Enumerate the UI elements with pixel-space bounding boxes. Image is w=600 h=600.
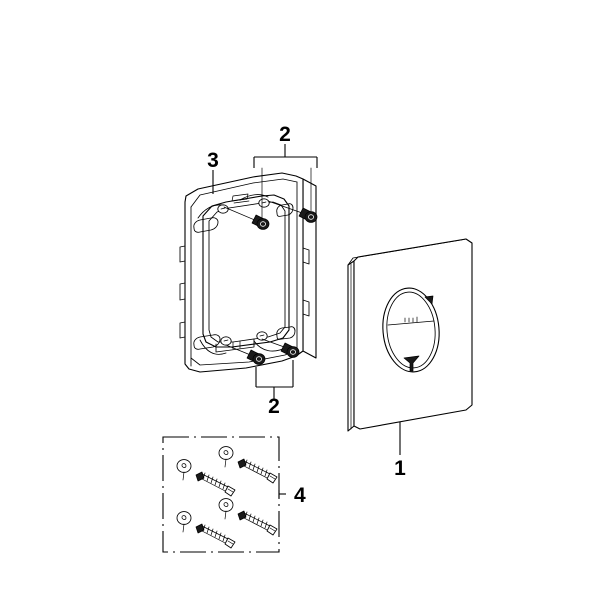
frame-left-notch-lower (179, 321, 186, 339)
callout-number-2-bottom: 2 (268, 395, 280, 418)
flush-plate-top-back-edge (347, 239, 462, 266)
frame-left-notch-upper (179, 245, 186, 263)
flush-button-divider (387, 320, 435, 326)
fixing-kit-screw-4-threads (202, 524, 226, 542)
frame-top-inner-edge (190, 178, 298, 208)
fixing-kit-screw-4 (176, 511, 236, 549)
frame-boss-lower-left (220, 336, 232, 346)
frame-boss-upper-right (258, 198, 270, 208)
frame-right-notch-lower (302, 299, 310, 317)
frame-top-center-tab (231, 193, 249, 202)
frame-slot-upper-right (276, 203, 294, 217)
fixing-kit-screw-1 (218, 446, 278, 484)
frame-boss-lower-right (256, 331, 268, 341)
fixing-kit-screw-3 (218, 498, 278, 536)
mounting-screws-group (223, 200, 318, 365)
frame-right-notch-upper (302, 247, 310, 265)
mounting-screw-lower-left (225, 344, 266, 365)
flush-button-tick-marks (404, 316, 418, 323)
callout-numbers: 3 2 2 1 4 (207, 123, 406, 507)
frame-slot-lower-left (193, 334, 221, 350)
fixing-kit-part (162, 436, 280, 553)
callout-number-4: 4 (294, 484, 306, 507)
frame-bottom-rail (215, 338, 255, 353)
flush-button-body (386, 291, 436, 369)
callout-number-3: 3 (207, 149, 219, 172)
frame-clip-upper-right (239, 194, 269, 201)
frame-outer-outline (184, 172, 304, 373)
fixing-kit-screw-2 (176, 459, 236, 497)
frame-boss-upper-left (217, 204, 229, 214)
flush-plate-top-back-edge-right (460, 238, 467, 241)
flush-button-full-marker (403, 355, 420, 372)
flush-button-small-marker (424, 295, 434, 305)
mounting-screw-upper-right (267, 200, 318, 223)
mounting-frame-part (179, 172, 317, 373)
callout-number-2-top: 2 (279, 123, 291, 146)
frame-left-notch-mid (179, 282, 186, 301)
frame-clip-upper-left (197, 204, 225, 219)
frame-aperture-inner (208, 201, 286, 343)
callout-number-1: 1 (394, 457, 406, 480)
flush-plate-part (347, 238, 473, 432)
frame-slot-upper-left (193, 217, 219, 233)
frame-slot-lower-right (276, 326, 296, 340)
frame-clip-left (199, 339, 227, 355)
fixing-kit-screw-1-threads (244, 459, 268, 477)
mounting-screw-upper-left (223, 206, 270, 230)
fixing-kit-screw-3-threads (244, 511, 268, 529)
fixing-kit-screw-2-threads (202, 472, 226, 490)
mounting-screw-lower-right (261, 338, 300, 358)
frame-top-center-ridge (233, 200, 250, 204)
frame-right-depth-face (302, 178, 317, 359)
callout-leaders (212, 144, 401, 498)
